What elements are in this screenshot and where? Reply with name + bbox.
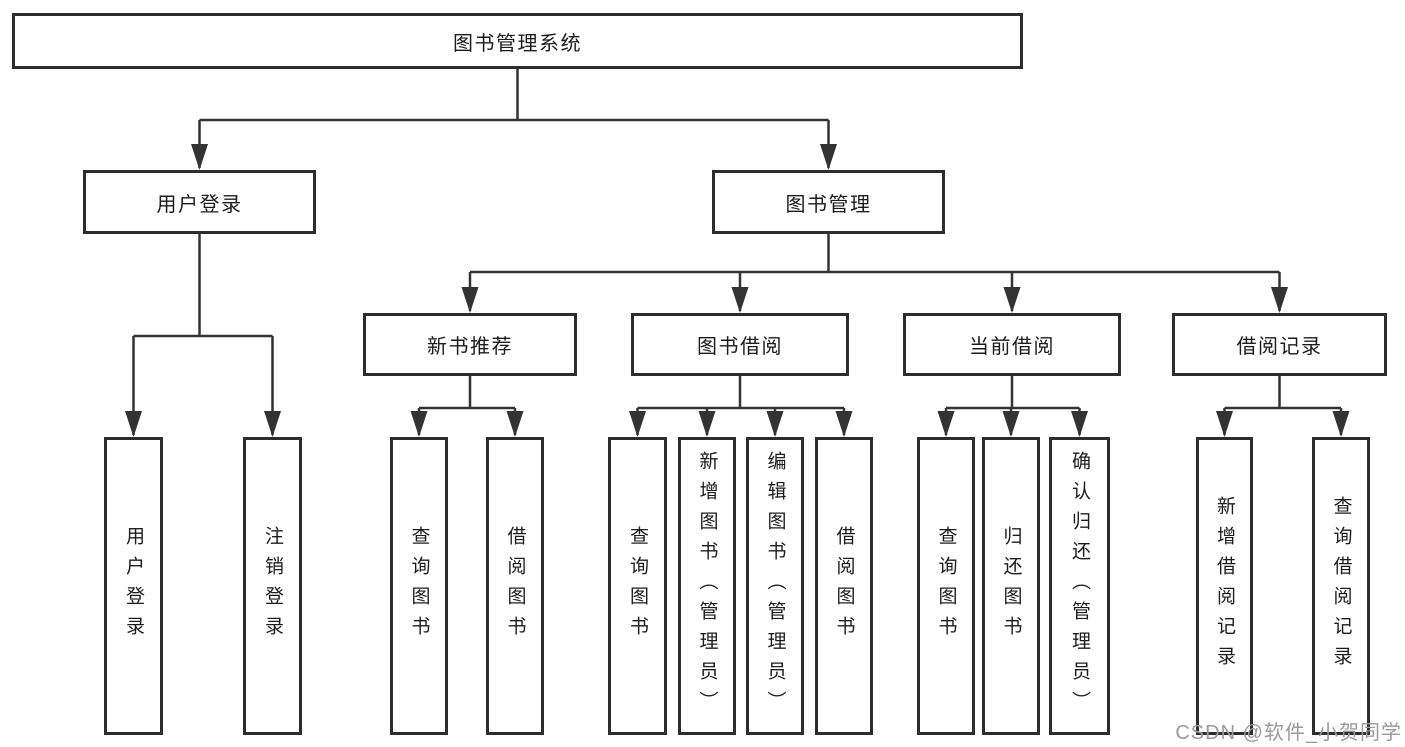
node-leaf-return-books: 归还图书 (982, 437, 1040, 735)
node-leaf-borrow-books-2: 借阅图书 (815, 437, 873, 735)
arrowhead (264, 411, 281, 437)
node-leaf-user-login: 用户登录 (104, 437, 163, 735)
arrowhead (835, 411, 853, 437)
connector-borrow-to-children (636, 376, 846, 435)
node-library-management-system: 图书管理系统 (12, 13, 1023, 69)
node-label: 注销登录 (262, 526, 283, 646)
node-leaf-query-books-2: 查询图书 (608, 437, 667, 735)
node-label: 确认归还（管理员） (1069, 451, 1090, 721)
node-label: 用户登录 (123, 526, 144, 646)
arrowhead (1271, 287, 1288, 313)
arrowhead (506, 411, 524, 437)
node-book-management-branch: 图书管理 (712, 170, 945, 234)
node-book-borrowing: 图书借阅 (631, 313, 849, 376)
arrowhead (191, 144, 208, 170)
node-label: 图书管理 (785, 193, 872, 216)
node-label: 新增图书（管理员） (696, 451, 718, 721)
node-leaf-query-borrow-record: 查询借阅记录 (1312, 437, 1370, 735)
node-label: 查询图书 (408, 526, 430, 646)
connector-root-to-level2 (198, 69, 830, 168)
node-label: 新增借阅记录 (1214, 496, 1235, 676)
connector-bookmgmt-to-level3 (468, 234, 1281, 311)
node-borrowing-records: 借阅记录 (1172, 313, 1387, 376)
node-current-borrowing: 当前借阅 (903, 313, 1121, 376)
node-leaf-edit-books-admin: 编辑图书（管理员） (746, 437, 804, 735)
arrowhead (1071, 411, 1088, 437)
node-label: 图书管理系统 (453, 32, 582, 55)
node-label: 当前借阅 (969, 336, 1055, 358)
arrowhead (698, 411, 716, 437)
arrowhead (125, 411, 142, 437)
arrowhead (731, 287, 749, 313)
node-label: 查询借阅记录 (1330, 496, 1352, 676)
arrowhead (1002, 411, 1020, 437)
node-label: 借阅图书 (504, 526, 526, 646)
node-leaf-confirm-return-admin: 确认归还（管理员） (1049, 437, 1110, 735)
node-label: 图书借阅 (697, 336, 783, 358)
arrowhead (820, 144, 837, 170)
node-label: 用户登录 (156, 193, 243, 216)
node-leaf-query-books-1: 查询图书 (390, 437, 448, 735)
csdn-watermark: CSDN @软件_小贺同学 (1175, 722, 1402, 744)
arrowhead (766, 411, 784, 437)
node-user-login-branch: 用户登录 (83, 170, 316, 234)
arrowhead (1003, 287, 1021, 313)
node-label: 新书推荐 (427, 336, 513, 358)
arrowheads (125, 144, 1350, 437)
node-leaf-logout: 注销登录 (243, 437, 302, 735)
connector-newbook-to-children (417, 376, 517, 435)
node-label: 借阅图书 (833, 526, 855, 646)
arrowhead (1216, 411, 1233, 437)
node-label: 查询图书 (627, 526, 648, 646)
connector-records-to-children (1223, 376, 1343, 435)
node-label: 归还图书 (1000, 526, 1022, 646)
node-label: 借阅记录 (1236, 336, 1323, 358)
arrowhead (937, 411, 955, 437)
arrowhead (629, 411, 646, 437)
arrowhead (1332, 411, 1350, 437)
node-leaf-add-books-admin: 新增图书（管理员） (678, 437, 736, 735)
node-leaf-borrow-books-1: 借阅图书 (486, 437, 544, 735)
node-new-book-recommendation: 新书推荐 (363, 313, 577, 376)
connector-userlogin-to-children (132, 234, 274, 435)
node-label: 查询图书 (935, 526, 957, 646)
node-leaf-add-borrow-record: 新增借阅记录 (1196, 437, 1253, 735)
arrowhead (410, 411, 428, 437)
node-label: 编辑图书（管理员） (764, 451, 786, 721)
arrowhead (461, 287, 479, 313)
node-leaf-query-books-3: 查询图书 (917, 437, 975, 735)
